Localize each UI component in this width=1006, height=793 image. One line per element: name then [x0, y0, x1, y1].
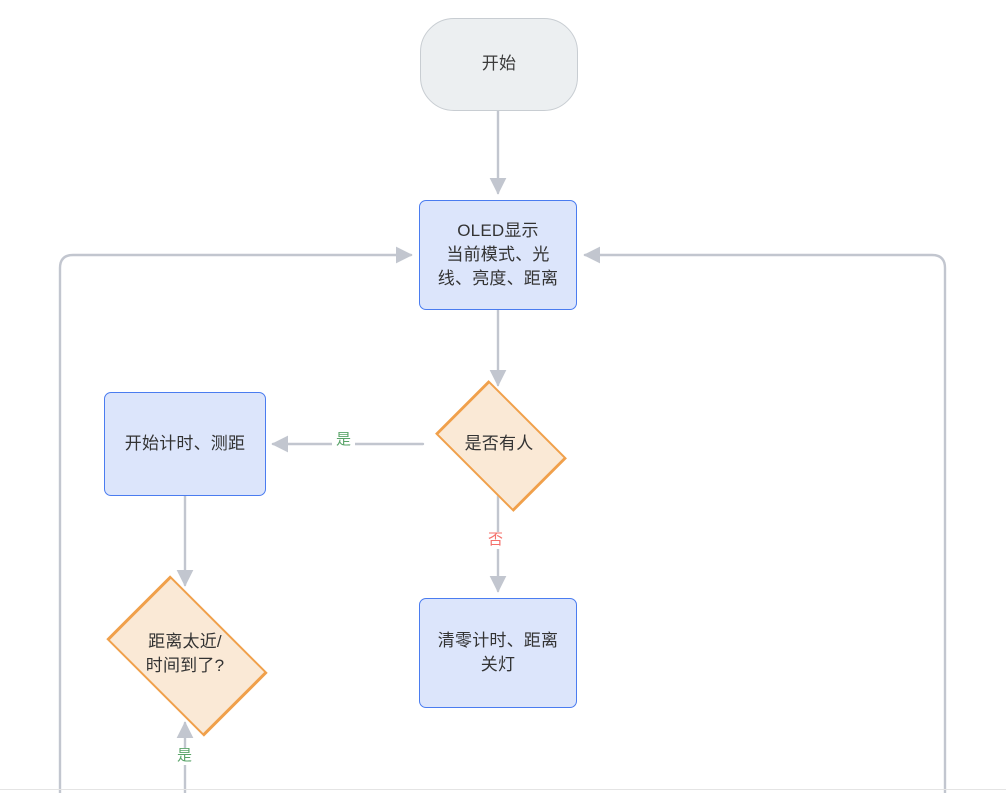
edge-label-yes-has-person: 是 [332, 431, 356, 449]
node-has-person-decision[interactable]: 是否有人 [423, 380, 575, 512]
node-oled-display[interactable]: OLED显示 当前模式、光 线、亮度、距离 [419, 200, 577, 310]
edge-label-yes-bottom-loop: 是 [173, 747, 197, 765]
bottom-divider [0, 789, 1006, 790]
edge-right-loop-to-oled [583, 246, 947, 793]
node-too-close-or-timeout-decision-label: 距离太近/ 时间到了? [145, 631, 225, 675]
node-start-label: 开始 [481, 54, 517, 74]
node-start[interactable]: 开始 [420, 18, 578, 111]
node-reset-and-light-off[interactable]: 清零计时、距离 关灯 [419, 598, 577, 708]
edge-label-no-has-person: 否 [484, 531, 508, 549]
edge-left-loop-to-oled [58, 246, 413, 793]
node-start-timing-label: 开始计时、测距 [124, 433, 246, 453]
node-start-timing[interactable]: 开始计时、测距 [104, 392, 266, 496]
node-too-close-or-timeout-decision[interactable]: 距离太近/ 时间到了? [90, 575, 280, 737]
node-reset-and-light-off-label: 清零计时、距离 关灯 [437, 630, 559, 674]
node-oled-display-label: OLED显示 当前模式、光 线、亮度、距离 [437, 220, 559, 289]
node-has-person-decision-label: 是否有人 [464, 433, 534, 453]
